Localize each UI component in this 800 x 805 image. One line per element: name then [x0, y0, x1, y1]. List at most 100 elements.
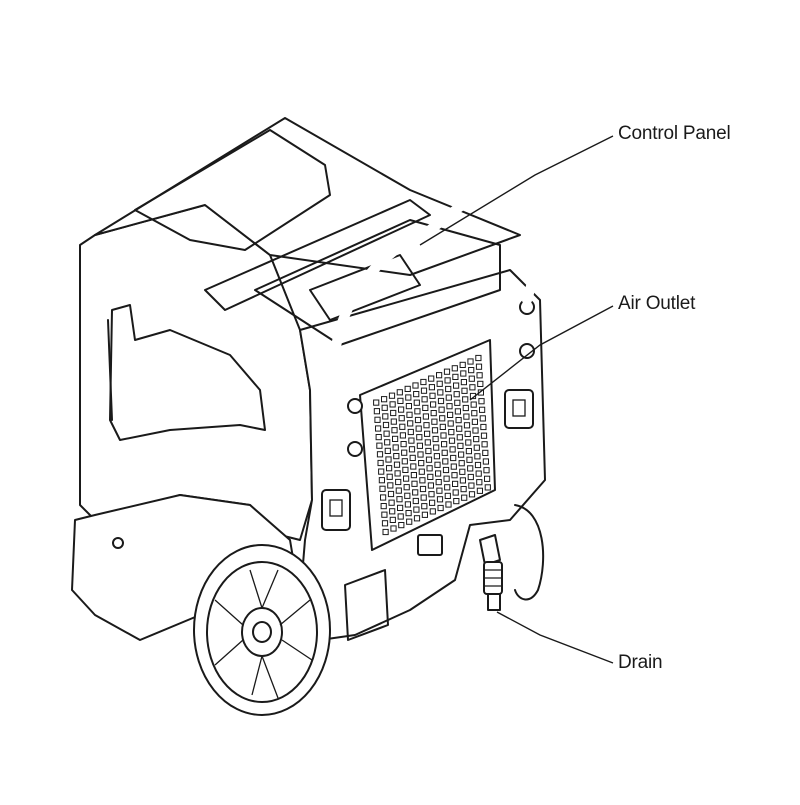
grille-hole	[411, 480, 418, 487]
grille-hole	[459, 468, 466, 475]
grille-hole	[375, 425, 382, 432]
grille-hole	[426, 465, 433, 472]
grille-hole	[473, 436, 480, 443]
grille-hole	[397, 397, 404, 404]
grille-hole	[409, 454, 416, 461]
grille-hole	[433, 444, 440, 451]
grille-hole	[475, 354, 482, 362]
grille-hole	[439, 415, 446, 422]
grille-hole	[401, 449, 408, 456]
grille-hole	[460, 379, 467, 386]
grille-hole	[398, 406, 405, 413]
grille-hole	[420, 378, 427, 386]
grille-hole	[380, 503, 387, 510]
grille-hole	[471, 418, 478, 425]
grille-hole	[452, 489, 459, 496]
grille-hole	[444, 377, 451, 384]
grille-hole	[447, 411, 454, 418]
grille-hole	[446, 403, 453, 410]
control-panel-leader	[419, 135, 614, 246]
grille-hole	[404, 492, 411, 499]
grille-hole	[433, 453, 440, 460]
grille-hole	[416, 434, 423, 441]
grille-hole	[453, 382, 460, 389]
grille-hole	[387, 482, 394, 489]
grille-hole	[437, 504, 444, 512]
grille-hole	[405, 403, 412, 410]
grille-hole	[408, 446, 416, 453]
grille-hole	[468, 482, 475, 489]
grille-hole	[416, 442, 423, 449]
grille-hole	[450, 454, 457, 462]
grille-hole	[373, 399, 380, 406]
grille-hole	[461, 494, 468, 501]
grille-hole	[422, 404, 429, 411]
grille-hole	[431, 427, 439, 434]
grille-hole	[438, 406, 445, 413]
grille-hole	[445, 501, 452, 508]
grille-hole	[429, 508, 436, 515]
wheel	[193, 544, 331, 716]
grille-hole	[451, 472, 458, 479]
grille-hole	[475, 470, 482, 477]
grille-hole	[467, 358, 474, 365]
grille-hole	[454, 408, 461, 415]
grille-hole	[444, 484, 451, 491]
grille-hole	[471, 410, 478, 417]
grille-hole	[398, 522, 405, 529]
grille-hole	[482, 458, 489, 465]
grille-hole	[392, 435, 399, 442]
grille-hole	[429, 392, 436, 399]
grille-hole	[425, 447, 432, 455]
grille-hole	[381, 396, 388, 403]
grille-hole	[469, 384, 476, 391]
grille-hole	[468, 367, 475, 374]
grille-hole	[476, 487, 483, 494]
grille-hole	[417, 451, 424, 458]
grille-hole	[470, 401, 477, 408]
grille-hole	[399, 423, 406, 430]
grille-hole	[437, 397, 445, 405]
drain-label: Drain	[618, 652, 663, 673]
grille-hole	[404, 501, 411, 508]
grille-hole	[476, 479, 483, 486]
grille-hole	[439, 423, 446, 430]
drain-fitting	[479, 534, 503, 611]
grille-hole	[444, 492, 451, 499]
grille-hole	[378, 468, 385, 475]
grille-hole	[428, 491, 435, 498]
grille-hole	[428, 375, 435, 382]
grille-hole	[413, 515, 421, 522]
grille-hole	[467, 473, 474, 481]
grille-hole	[443, 475, 450, 482]
grille-hole	[447, 420, 454, 427]
grille-hole	[397, 504, 404, 511]
control-panel-label: Control Panel	[618, 123, 731, 144]
grille-hole	[445, 385, 452, 393]
grille-hole	[415, 425, 422, 432]
carry-handle-inner	[330, 146, 561, 400]
drain-leader	[496, 611, 614, 664]
grille-hole	[442, 458, 449, 465]
grille-hole	[425, 456, 433, 463]
grille-hole	[434, 461, 441, 468]
grille-hole	[436, 372, 443, 379]
grille-hole	[403, 484, 410, 491]
grille-hole	[482, 449, 489, 456]
base-screw	[112, 537, 124, 549]
grille-hole	[412, 489, 419, 496]
grille-hole	[468, 375, 475, 382]
grille-hole	[377, 459, 384, 467]
grille-hole	[442, 466, 450, 474]
grille-hole	[408, 437, 415, 444]
grille-hole	[413, 399, 420, 406]
grille-hole	[384, 447, 391, 454]
grille-hole	[441, 441, 448, 448]
grille-hole	[445, 394, 452, 401]
grille-hole	[396, 389, 403, 396]
grille-hole	[382, 413, 389, 420]
grille-hole	[455, 417, 462, 424]
grille-hole	[477, 389, 484, 396]
